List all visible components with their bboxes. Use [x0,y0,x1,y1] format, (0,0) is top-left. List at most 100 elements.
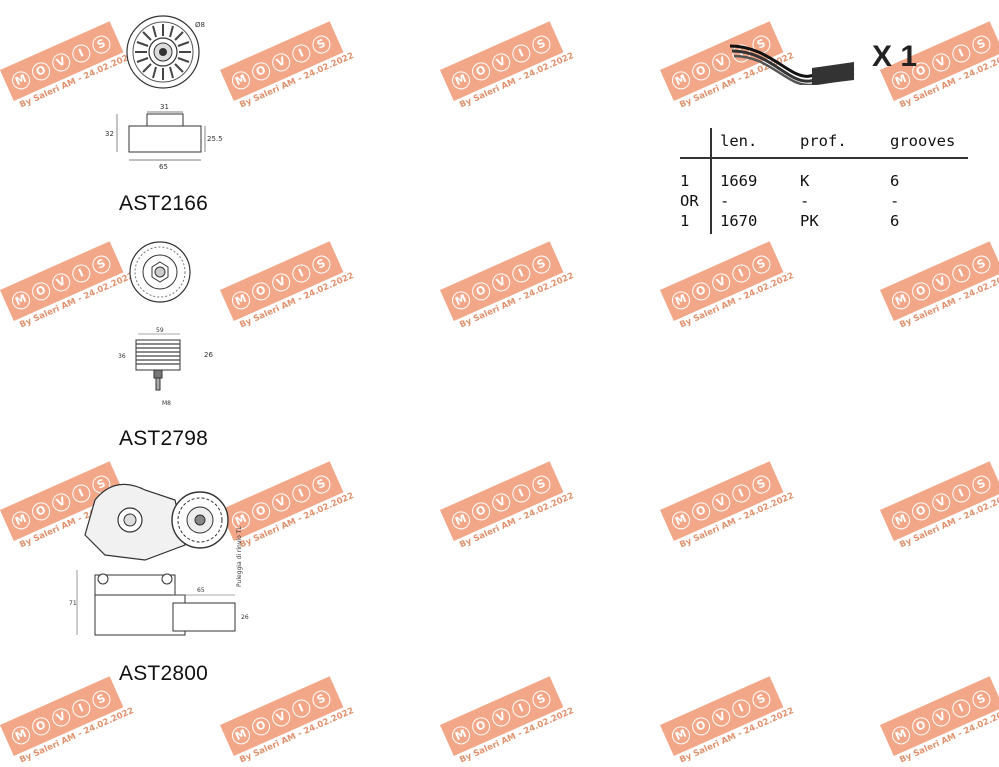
watermark-letter: M [669,723,693,748]
watermark-letter: I [69,696,94,721]
watermark-letter: M [9,508,33,533]
watermark-letter: I [69,261,94,286]
watermark-letter: M [449,508,473,533]
watermark-letter: V [489,270,514,295]
watermark-letter: V [929,50,954,75]
belt-spec-table: len. prof. grooves 1 1669 K 6 OR - - - 1… [680,128,970,238]
watermark-letter: O [689,279,714,304]
watermark-letter: S [529,472,554,497]
watermark-letter: S [969,472,994,497]
watermark-letter: M [9,68,33,93]
watermark-letter: V [49,50,74,75]
watermark-letter: I [509,481,534,506]
table-vertical-rule [710,128,712,234]
watermark-letter: M [669,508,693,533]
ast2800-side-note: Puleggia di rinvio TL [236,526,243,587]
watermark-letter: O [29,279,54,304]
watermark-letter: O [909,279,934,304]
watermark-letter: S [969,687,994,712]
watermark-letter: M [229,723,253,748]
watermark-letter: M [449,68,473,93]
watermark-letter: V [269,270,294,295]
watermark-letter: I [289,696,314,721]
watermark-letter: V [709,705,734,730]
ast2800-dim-left: 71 [69,600,77,607]
ast2166-dim-diameter: Ø8 [195,21,205,29]
watermark-letter: V [269,705,294,730]
watermark-letter: I [69,41,94,66]
watermark-letter: S [529,687,554,712]
watermark-letter: V [709,270,734,295]
row3-qty: 1 [680,212,690,230]
watermark-letter: M [889,288,913,313]
watermark-letter: O [249,279,274,304]
ast2800-drawing: Puleggia di rinvio TL 65 71 26 [69,483,249,636]
watermark-letter: S [89,687,114,712]
part-code-ast2800: AST2800 [119,662,208,685]
watermark-letter: S [529,252,554,277]
ast2798-drawing: 59 36 26 M8 [118,241,213,407]
watermark-letter: O [909,499,934,524]
watermark-letter: M [669,288,693,313]
watermark-letter: S [749,472,774,497]
row1-grooves: 6 [890,172,900,190]
watermark-letter: O [469,279,494,304]
watermark-letter: O [689,59,714,84]
watermark-letter: V [269,490,294,515]
watermark-letter: S [309,252,334,277]
watermark-letter: I [729,696,754,721]
row3-prof: PK [800,212,819,230]
watermark-letter: S [309,472,334,497]
watermark-letter: I [509,261,534,286]
watermark-letter: I [949,481,974,506]
watermark-letter: O [469,714,494,739]
watermark-letter: O [249,59,274,84]
watermark-letter: O [469,499,494,524]
header-prof: prof. [800,132,847,150]
ast2166-dim-top: 31 [160,103,169,111]
row2-grooves: - [890,192,900,210]
watermark-letter: I [289,261,314,286]
ast2798-dim-bolt: M8 [162,400,171,407]
watermark-letter: I [949,261,974,286]
ast2798-dim-right: 26 [204,351,213,359]
ast2798-dim-left: 36 [118,353,126,360]
watermark-letter: O [689,714,714,739]
watermark-letter: V [489,490,514,515]
watermark-letter: O [689,499,714,524]
watermark-letter: I [289,481,314,506]
watermark-letter: S [309,687,334,712]
watermark-letter: I [949,41,974,66]
watermark-letter: I [289,41,314,66]
ast2166-drawing: Ø8 31 32 25.5 65 [105,15,223,171]
row3-len: 1670 [720,212,758,230]
header-grooves: grooves [890,132,956,150]
watermark-letter: S [969,252,994,277]
watermark-letter: V [709,490,734,515]
watermark-letter: I [729,261,754,286]
watermark-letter: O [469,59,494,84]
header-len: len. [720,132,758,150]
ast2800-dim-top: 65 [197,587,205,594]
ast2800-dim-right: 26 [241,614,249,621]
watermark-letter: V [269,50,294,75]
watermark-letter: S [309,32,334,57]
watermark-letter: V [489,705,514,730]
watermark-letter: S [969,32,994,57]
row1-qty: 1 [680,172,690,190]
belt-multiplier: X 1 [872,40,918,73]
ast2166-dim-bottom: 65 [159,163,168,171]
row1-len: 1669 [720,172,758,190]
watermark-letter: S [529,32,554,57]
watermark-letter: M [669,68,693,93]
